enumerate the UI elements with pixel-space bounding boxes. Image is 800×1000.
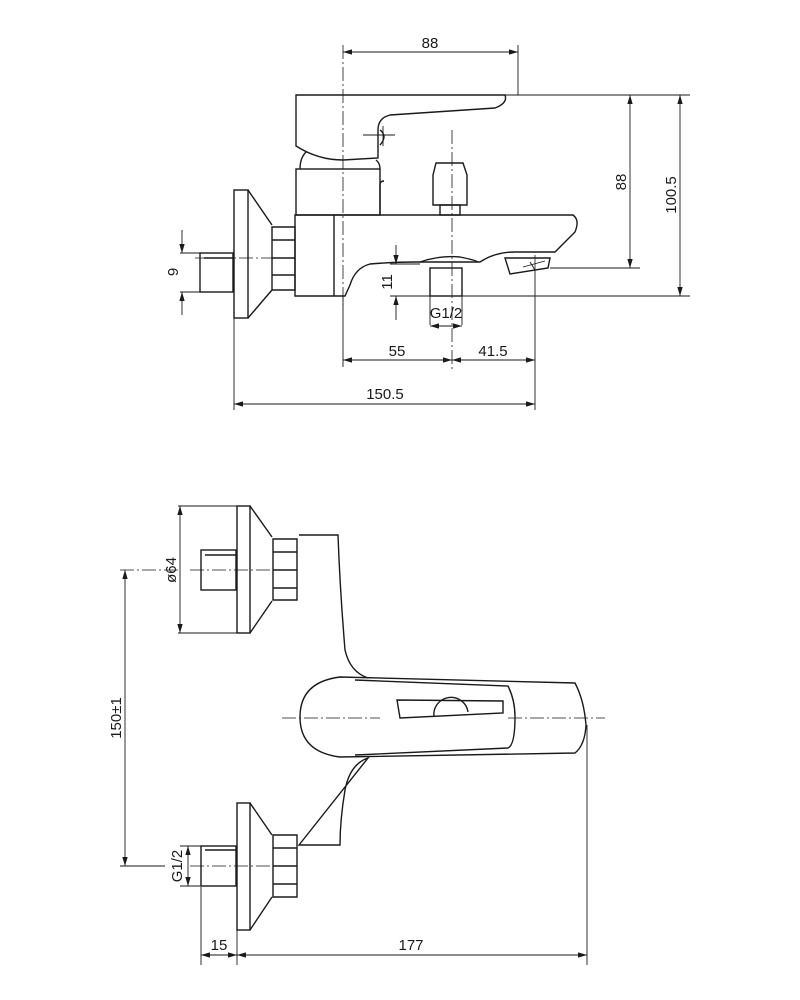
dim-total-height: 100.5 <box>663 176 680 214</box>
dim-inlet-offset: 9 <box>165 268 182 276</box>
wall-flange-side <box>199 189 296 319</box>
dim-outlet-to-spout: 41.5 <box>478 343 507 360</box>
wall-flange-bottom <box>200 802 298 931</box>
dim-spout-height: 88 <box>613 174 630 191</box>
dim-flange-diameter: ø64 <box>163 557 180 583</box>
cartridge-housing <box>295 168 381 216</box>
dim-total-projection: 177 <box>398 937 423 954</box>
lever-handle-side <box>295 94 507 170</box>
wall-flange-top <box>200 505 298 634</box>
dim-nipple-length: 15 <box>211 937 228 954</box>
side-view: 88 88 100.5 9 11 G1/2 55 41.5 150.5 <box>165 35 690 410</box>
mixer-body-front <box>297 534 371 846</box>
dim-inlet-spacing: 150±1 <box>108 697 125 739</box>
dim-outlet-height: 11 <box>379 274 396 290</box>
dim-handle-width: 88 <box>422 35 439 52</box>
dim-total-depth: 150.5 <box>366 386 404 403</box>
dim-inlet-thread: G1/2 <box>169 850 186 883</box>
lever-handle-front <box>299 676 587 758</box>
front-view: ø64 150±1 G1/2 15 177 <box>108 505 605 965</box>
diverter-knob <box>432 162 468 216</box>
dim-outlet-thread: G1/2 <box>430 305 463 322</box>
dim-outlet-to-body: 55 <box>389 343 406 360</box>
